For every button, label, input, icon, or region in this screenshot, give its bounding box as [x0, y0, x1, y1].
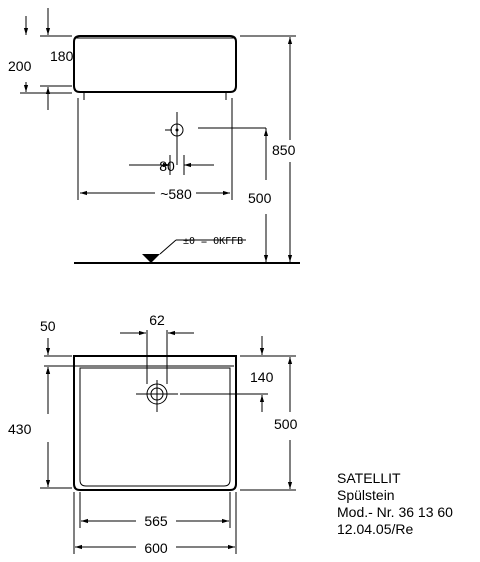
dim-waste-diameter: 62 [120, 312, 194, 336]
waste-outlet-side [165, 112, 266, 165]
dim-inner-width-label: 565 [144, 513, 168, 529]
dim-width-side-label: ~580 [160, 186, 192, 202]
product-type: Spülstein [337, 487, 395, 503]
dim-floor-to-waste-label: 500 [248, 190, 272, 206]
dim-width-bottom: 565 600 [73, 492, 237, 556]
title-block: SATELLIT Spülstein Mod.- Nr. 36 13 60 12… [337, 470, 477, 538]
basin-body-side [73, 35, 237, 93]
basin-inner-plan [79, 367, 231, 487]
model-number: Mod.- Nr. 36 13 60 [337, 504, 453, 520]
dim-width-side: ~580 [80, 186, 230, 202]
waste-outlet-plan [136, 330, 178, 412]
dim-waste-offset: 80 [129, 155, 214, 175]
basin-outer-plan [73, 355, 237, 491]
dim-depth-left: 50 430 [8, 318, 78, 489]
dim-waste-diameter-label: 62 [149, 312, 165, 328]
dim-rim-label: 50 [40, 318, 56, 334]
dim-outer-depth-label: 500 [274, 416, 298, 432]
dim-inner-depth-label: 430 [8, 421, 32, 437]
product-name: SATELLIT [337, 470, 401, 486]
side-view: 80 ~580 180 200 500 [8, 8, 300, 264]
floor-reference: ±0 = OKFFB [74, 236, 300, 264]
date-revision: 12.04.05/Re [337, 521, 414, 537]
dim-waste-offset-label: 80 [159, 158, 175, 174]
dim-heights-left: 180 200 [8, 8, 74, 110]
floor-label: ±0 = OKFFB [183, 236, 243, 247]
dim-overall-height-label: 850 [272, 142, 296, 158]
dim-depth-right: 140 500 [180, 336, 298, 491]
dim-rim-height-label: 180 [50, 48, 74, 64]
dim-outer-width-label: 600 [144, 540, 168, 556]
dim-total-height-label: 200 [8, 58, 32, 74]
dim-heights-right: 500 850 [240, 35, 296, 262]
dim-waste-from-back-label: 140 [250, 369, 274, 385]
top-view: 62 50 430 140 500 [8, 312, 298, 556]
